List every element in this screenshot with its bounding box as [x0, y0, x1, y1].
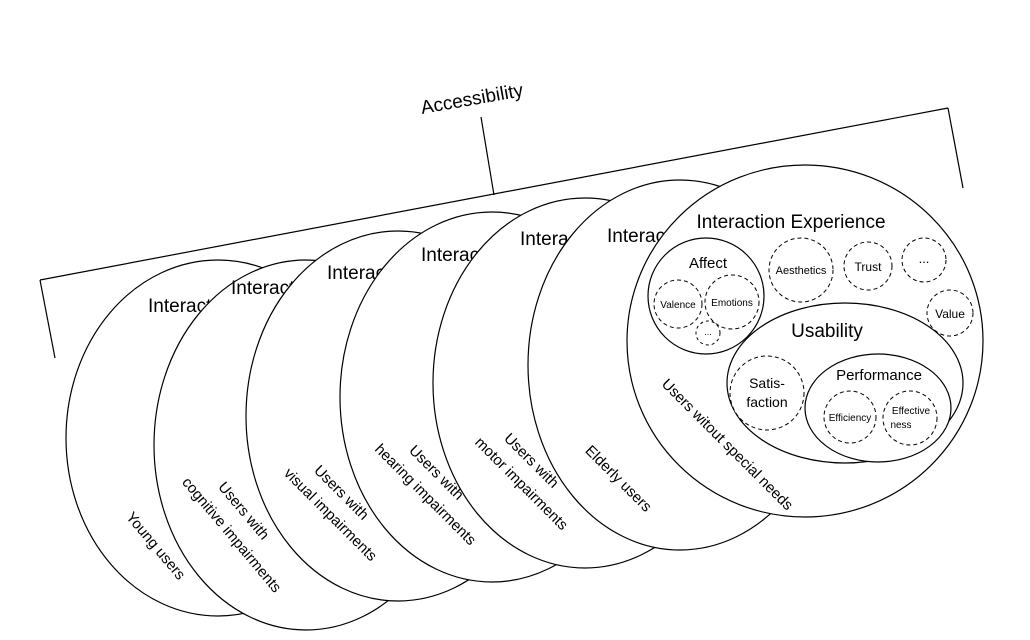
- performance-group: Performance Efficiency Effective ness: [804, 353, 952, 463]
- experience-more-bubble: [901, 237, 947, 283]
- efficiency-label: Efficiency: [829, 413, 872, 424]
- affect-label: Affect: [689, 255, 728, 272]
- emotions-label: Emotions: [711, 298, 753, 309]
- trust-label: Trust: [855, 260, 883, 274]
- accessibility-label: Accessibility: [419, 80, 525, 119]
- satisfaction-label-line1: Satis-: [749, 375, 785, 391]
- valence-bubble: [653, 279, 703, 329]
- value-label: Value: [935, 307, 965, 321]
- effectiveness-label-line2: ness: [890, 420, 911, 431]
- interaction-experience-title: Interaction Experience: [696, 212, 885, 233]
- satisfaction-bubble: [729, 355, 805, 431]
- effectiveness-label-line1: Effective: [892, 406, 931, 417]
- performance-label: Performance: [836, 367, 922, 384]
- satisfaction-label-line2: faction: [746, 394, 787, 410]
- affect-group: Affect Valence Emotions ...: [647, 237, 765, 355]
- aesthetics-bubble: [768, 237, 834, 303]
- value-bubble: [926, 289, 974, 337]
- usability-label: Usability: [791, 321, 863, 342]
- layer-users-without-special-needs: Interaction Experience Users witout spec…: [626, 164, 984, 518]
- valence-label: Valence: [660, 300, 696, 311]
- efficiency-bubble: [823, 390, 877, 444]
- emotions-bubble: [704, 274, 760, 330]
- affect-more-bubble: [695, 320, 721, 346]
- experience-more-label: ...: [919, 251, 930, 266]
- trust-bubble: [843, 241, 893, 291]
- affect-more-label: ...: [704, 327, 712, 337]
- aesthetics-label: Aesthetics: [776, 265, 827, 277]
- effectiveness-bubble: [882, 390, 938, 446]
- accessibility-bracket: [39, 107, 964, 359]
- usability-group: Usability Satis- faction Performance Eff…: [726, 302, 964, 464]
